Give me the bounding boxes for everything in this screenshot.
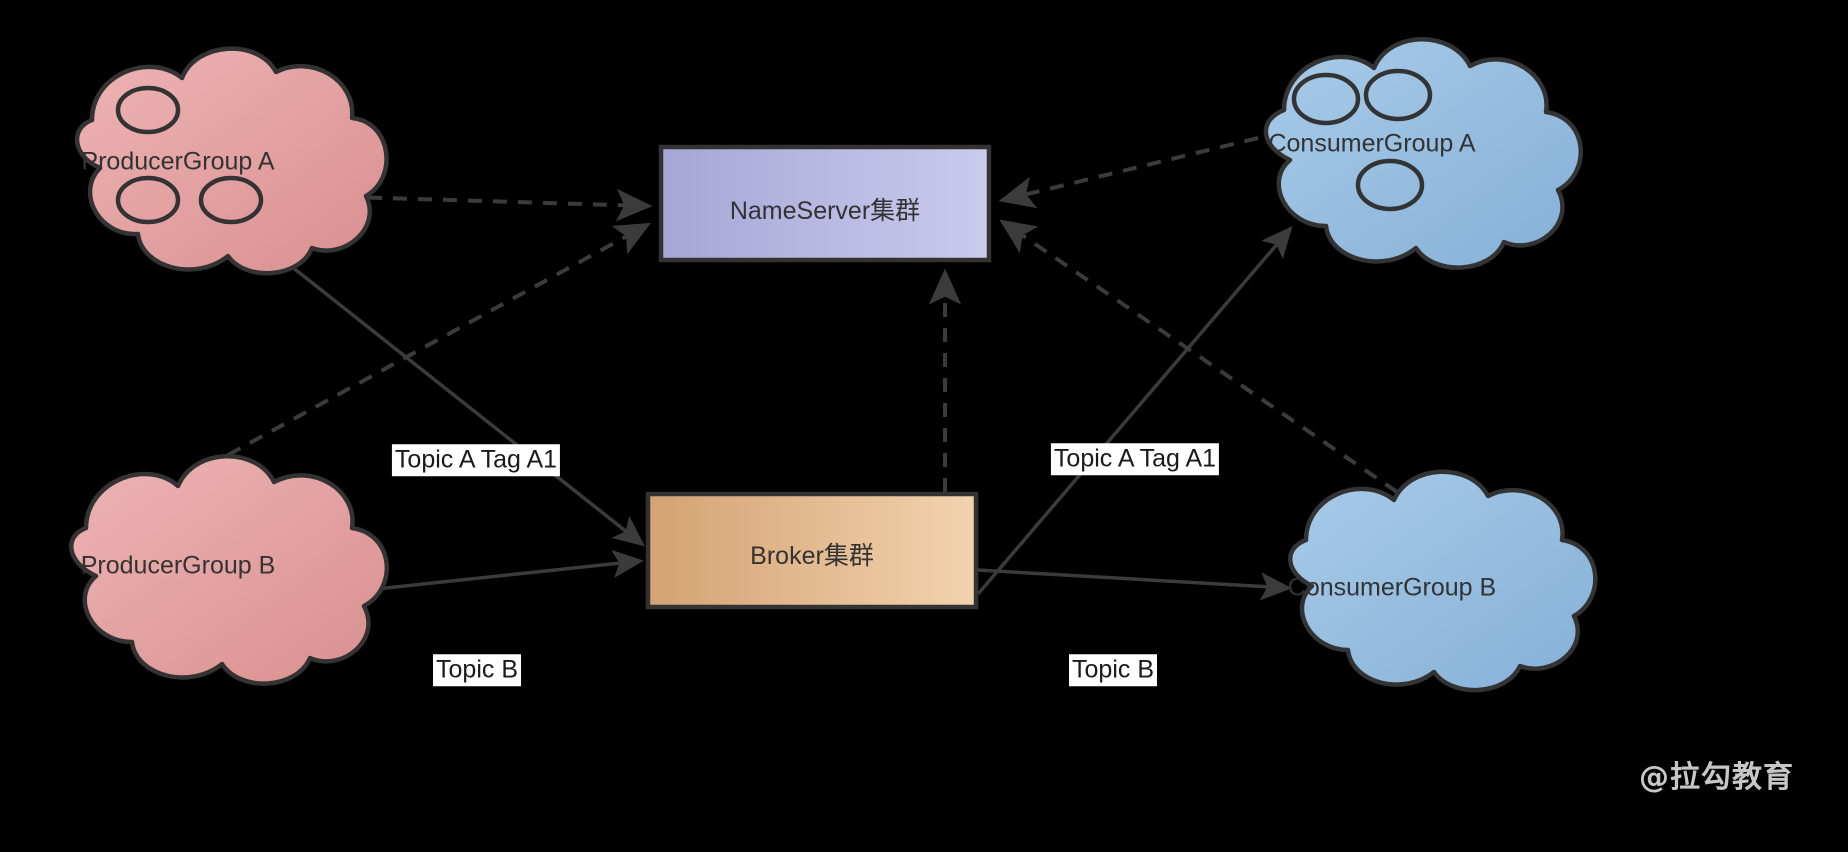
producer-instance-icon xyxy=(115,85,181,135)
node-producer-group-b[interactable] xyxy=(69,454,389,686)
producer-instance-icon xyxy=(198,175,264,225)
edge-consumer-b-to-nameserver xyxy=(999,219,1399,494)
edge-consumer-a-to-nameserver xyxy=(998,136,1259,209)
edge-producer-b-to-nameserver xyxy=(227,222,651,457)
node-producer-group-a[interactable] xyxy=(74,46,389,276)
node-layer xyxy=(69,37,1598,693)
node-consumer-group-a[interactable] xyxy=(1263,37,1583,270)
edge-label-topic-a-tag-a1-right: Topic A Tag A1 xyxy=(1050,443,1220,475)
cloud-shape xyxy=(1287,469,1598,693)
broker-box xyxy=(645,491,979,610)
producer-instance-icon xyxy=(115,175,181,225)
edge-label-topic-b-right: Topic B xyxy=(1069,654,1157,686)
cloud-shape xyxy=(74,46,389,276)
consumer-instance-icon xyxy=(1355,158,1425,212)
edge-broker-to-consumer-a xyxy=(976,226,1293,596)
watermark-text: @拉勾教育 xyxy=(1639,760,1794,795)
node-broker-cluster[interactable] xyxy=(645,491,979,610)
nameserver-box xyxy=(658,144,992,263)
cloud-shape xyxy=(1263,37,1583,270)
cloud-shape xyxy=(69,454,389,686)
node-consumer-group-b[interactable] xyxy=(1287,469,1598,693)
consumer-instance-icon xyxy=(1291,72,1361,126)
edge-broker-to-consumer-b xyxy=(977,568,1292,601)
edge-label-topic-a-tag-a1-left: Topic A Tag A1 xyxy=(391,444,561,476)
edge-label-topic-b-left: Topic B xyxy=(433,654,521,686)
edge-producer-a-to-broker xyxy=(246,230,646,547)
edge-producer-a-to-nameserver xyxy=(317,188,653,222)
node-nameserver-cluster[interactable] xyxy=(658,144,992,263)
consumer-instance-icon xyxy=(1363,68,1433,122)
